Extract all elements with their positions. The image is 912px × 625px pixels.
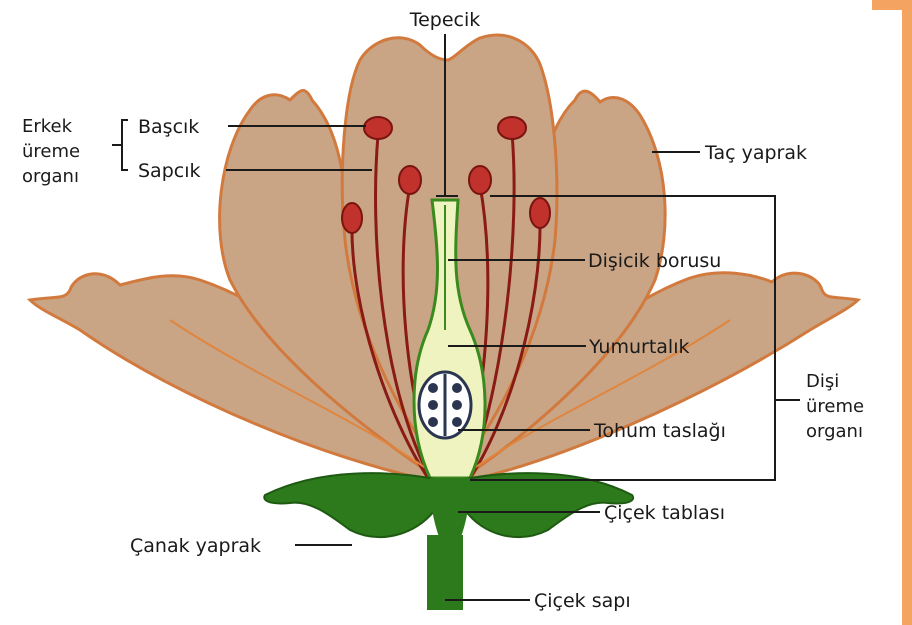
label-disi-line2: üreme: [806, 396, 864, 417]
ovules: [419, 372, 471, 438]
label-disicik-borusu: Dişicik borusu: [588, 250, 721, 272]
label-tepecik: Tepecik: [409, 9, 481, 31]
label-tohum-taslagi: Tohum taslağı: [593, 420, 726, 442]
label-yumurtalik: Yumurtalık: [588, 336, 689, 358]
label-erkek-line2: üreme: [22, 141, 80, 162]
sepal-left: [264, 473, 440, 537]
label-erkek-line1: Erkek: [22, 116, 73, 137]
label-sapcik: Sapcık: [138, 160, 201, 182]
label-disi-line3: organı: [806, 421, 863, 442]
flower-stem: [427, 535, 463, 610]
label-tac-yaprak: Taç yaprak: [704, 142, 807, 164]
label-bascik: Başcık: [138, 116, 199, 138]
label-disi-line1: Dişi: [806, 371, 839, 392]
label-cicek-sapi: Çiçek sapı: [534, 590, 631, 612]
label-erkek-line3: organı: [22, 166, 79, 187]
receptacle: [430, 478, 470, 540]
label-canak-yaprak: Çanak yaprak: [130, 535, 261, 557]
label-cicek-tablasi: Çiçek tablası: [604, 502, 725, 524]
